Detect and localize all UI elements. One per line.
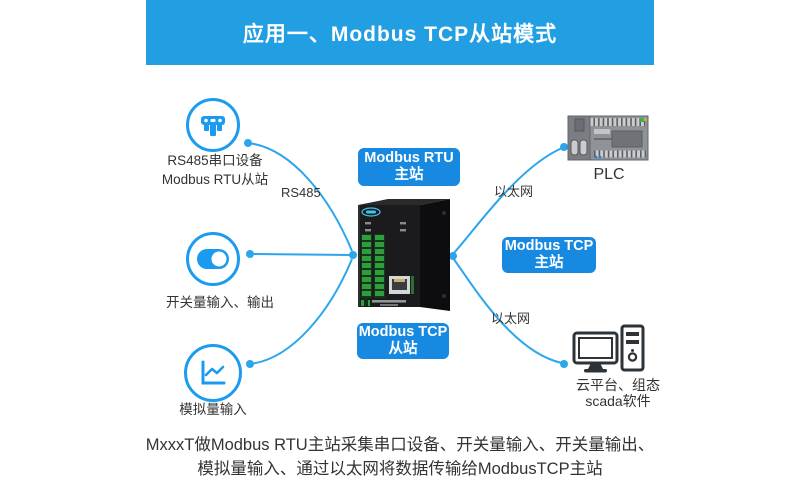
ethernet-bottom-link-label: 以太网	[491, 311, 531, 326]
link-analog-to-gateway	[249, 258, 353, 365]
dot-cloud	[560, 360, 568, 368]
plc-label: PLC	[593, 166, 625, 183]
dot-gateway-right	[449, 252, 457, 260]
serial-device-node	[186, 98, 240, 152]
serial-connector-icon	[201, 116, 225, 136]
analog-input-label: 模拟量输入	[179, 402, 247, 417]
header-banner: 应用一、Modbus TCP从站模式	[146, 0, 654, 65]
dot-analog	[246, 360, 254, 368]
page-title: 应用一、Modbus TCP从站模式	[242, 22, 558, 46]
rs485-link-label: RS485	[281, 185, 321, 200]
gateway-terminal-blocks	[361, 234, 385, 306]
link-gateway-to-cloud	[452, 257, 563, 364]
cloud-computer-icon	[572, 324, 645, 373]
gateway-print-line	[372, 300, 406, 303]
dot-plc	[560, 143, 568, 151]
digital-io-label: 开关量输入、输出	[166, 295, 274, 310]
dot-serial	[244, 139, 252, 147]
dot-gateway-left	[349, 251, 357, 259]
ethernet-top-link-label: 以太网	[494, 184, 534, 199]
dot-switch	[246, 250, 254, 258]
toggle-switch-icon	[197, 249, 229, 269]
cloud-label: 云平台、组态 scada软件	[576, 377, 660, 409]
gateway-led-labels	[365, 222, 406, 232]
serial-device-label: RS485串口设备 Modbus RTU从站	[161, 153, 269, 187]
plc-icon	[567, 115, 649, 161]
gateway-device	[358, 199, 450, 311]
description-text: MxxxT做Modbus RTU主站采集串口设备、开关量输入、开关量输出、 模拟…	[145, 436, 655, 478]
link-serial-to-gateway	[247, 142, 353, 252]
link-gateway-to-plc	[452, 147, 563, 255]
chip-modbus-tcp-master: Modbus TCP 主站	[502, 237, 596, 273]
analog-input-node	[184, 344, 242, 402]
link-switch-to-gateway	[249, 253, 352, 256]
line-chart-icon	[201, 360, 226, 385]
digital-io-node	[186, 232, 240, 286]
gateway-logo	[361, 207, 381, 217]
chip-modbus-rtu-master: Modbus RTU 主站	[358, 148, 460, 186]
gateway-ethernet-port	[389, 276, 414, 294]
chip-modbus-tcp-slave: Modbus TCP 从站	[357, 323, 449, 359]
